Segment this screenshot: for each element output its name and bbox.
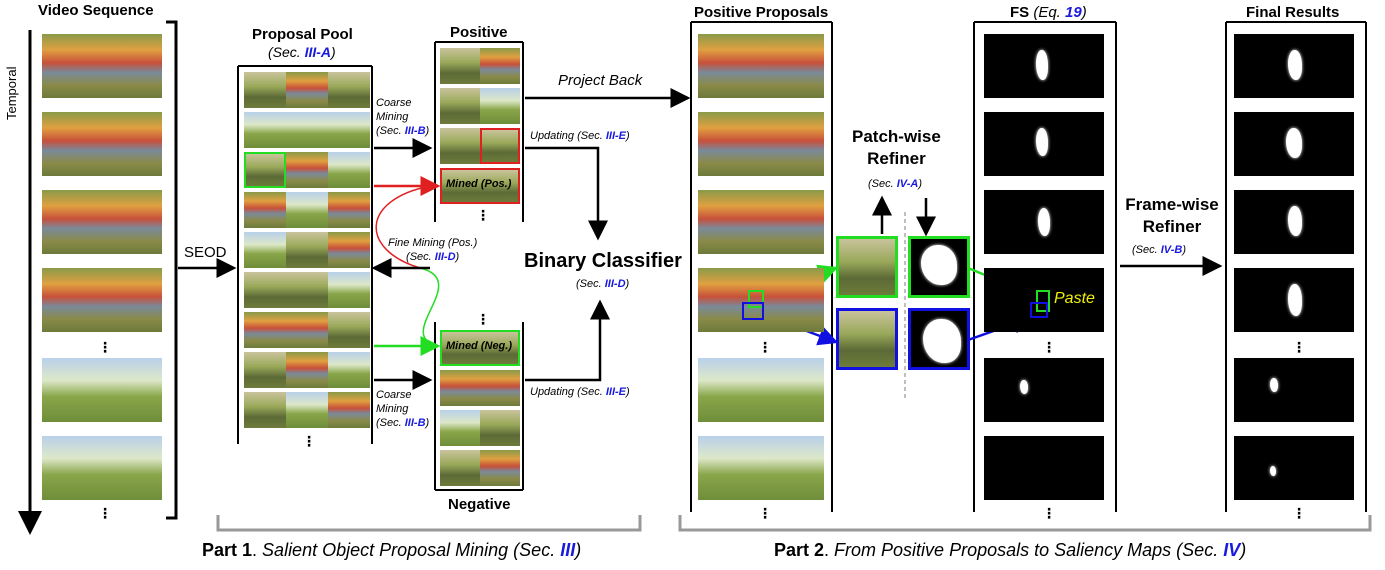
proposal-frame xyxy=(698,268,824,332)
seod-label: SEOD xyxy=(184,244,227,261)
proposal-frame xyxy=(698,358,824,422)
proposal-frame xyxy=(698,112,824,176)
proposals-dots: ⋮ xyxy=(758,339,772,355)
final-dots: ⋮ xyxy=(1292,505,1306,521)
pool-dots: ⋮ xyxy=(302,433,316,449)
proposal-pool-grid xyxy=(244,72,370,432)
patch-refiner-sec: (Sec. IV-A) xyxy=(868,178,922,190)
final-map xyxy=(1234,112,1354,176)
updating-top-label: Updating (Sec. III-E) xyxy=(530,130,630,142)
video-frame xyxy=(42,190,162,254)
fs-map xyxy=(984,190,1104,254)
part2-bracket xyxy=(678,515,1372,532)
fs-title: FS (Eq. 19) xyxy=(1010,4,1087,21)
negative-grid xyxy=(440,330,520,486)
temporal-label: Temporal xyxy=(4,66,19,120)
positive-dots: ⋮ xyxy=(476,207,490,223)
video-frame xyxy=(42,268,162,332)
part2-label: Part 2. From Positive Proposals to Salie… xyxy=(774,540,1247,560)
video-frame xyxy=(42,112,162,176)
fs-map xyxy=(984,112,1104,176)
video-frame xyxy=(42,358,162,422)
positive-title: Positive xyxy=(450,24,508,41)
patch-green xyxy=(836,236,898,298)
proposal-pool-sec: (Sec. III-A) xyxy=(268,44,336,60)
final-map xyxy=(1234,190,1354,254)
negative-title: Negative xyxy=(448,496,511,513)
final-map xyxy=(1234,436,1354,500)
video-frame xyxy=(42,34,162,98)
fs-dots: ⋮ xyxy=(1042,339,1056,355)
part1-bracket xyxy=(216,515,642,532)
frame-refiner-sec: (Sec. IV-B) xyxy=(1132,244,1186,256)
final-results-title: Final Results xyxy=(1246,4,1340,21)
fs-map xyxy=(984,436,1104,500)
final-map xyxy=(1234,358,1354,422)
patch-mask-green xyxy=(908,236,970,298)
negative-dots: ⋮ xyxy=(476,311,490,327)
video-bracket xyxy=(166,20,178,520)
patch-mask-blue xyxy=(908,308,970,370)
final-map xyxy=(1234,268,1354,332)
mined-pos-label: Mined (Pos.) xyxy=(446,178,512,190)
mined-neg-label: Mined (Neg.) xyxy=(446,340,512,352)
fs-map xyxy=(984,358,1104,422)
updating-bottom-arrow xyxy=(525,299,610,382)
video-dots: ⋮ xyxy=(98,505,112,521)
proposal-pool-title: Proposal Pool xyxy=(252,26,353,43)
binary-classifier-title: Binary Classifier xyxy=(524,250,682,272)
paste-label: Paste xyxy=(1054,290,1095,307)
video-sequence-title: Video Sequence xyxy=(38,2,154,19)
video-dots: ⋮ xyxy=(98,339,112,355)
binary-classifier-sec: (Sec. III-D) xyxy=(576,278,630,290)
fs-map xyxy=(984,34,1104,98)
project-back-label: Project Back xyxy=(558,72,643,89)
updating-bottom-label: Updating (Sec. III-E) xyxy=(530,386,630,398)
fs-map xyxy=(984,268,1104,332)
proposals-dots: ⋮ xyxy=(758,505,772,521)
proposal-frame xyxy=(698,436,824,500)
part1-label: Part 1. Salient Object Proposal Mining (… xyxy=(202,540,582,560)
fine-mining-label: Fine Mining (Pos.) (Sec. III-D) xyxy=(388,237,478,263)
fs-dots: ⋮ xyxy=(1042,505,1056,521)
positive-proposals-title: Positive Proposals xyxy=(694,4,829,21)
positive-grid xyxy=(440,48,520,208)
patch-blue xyxy=(836,308,898,370)
proposal-frame xyxy=(698,34,824,98)
proposal-frame xyxy=(698,190,824,254)
updating-top-arrow xyxy=(525,146,608,241)
video-frame xyxy=(42,436,162,500)
final-dots: ⋮ xyxy=(1292,339,1306,355)
final-map xyxy=(1234,34,1354,98)
